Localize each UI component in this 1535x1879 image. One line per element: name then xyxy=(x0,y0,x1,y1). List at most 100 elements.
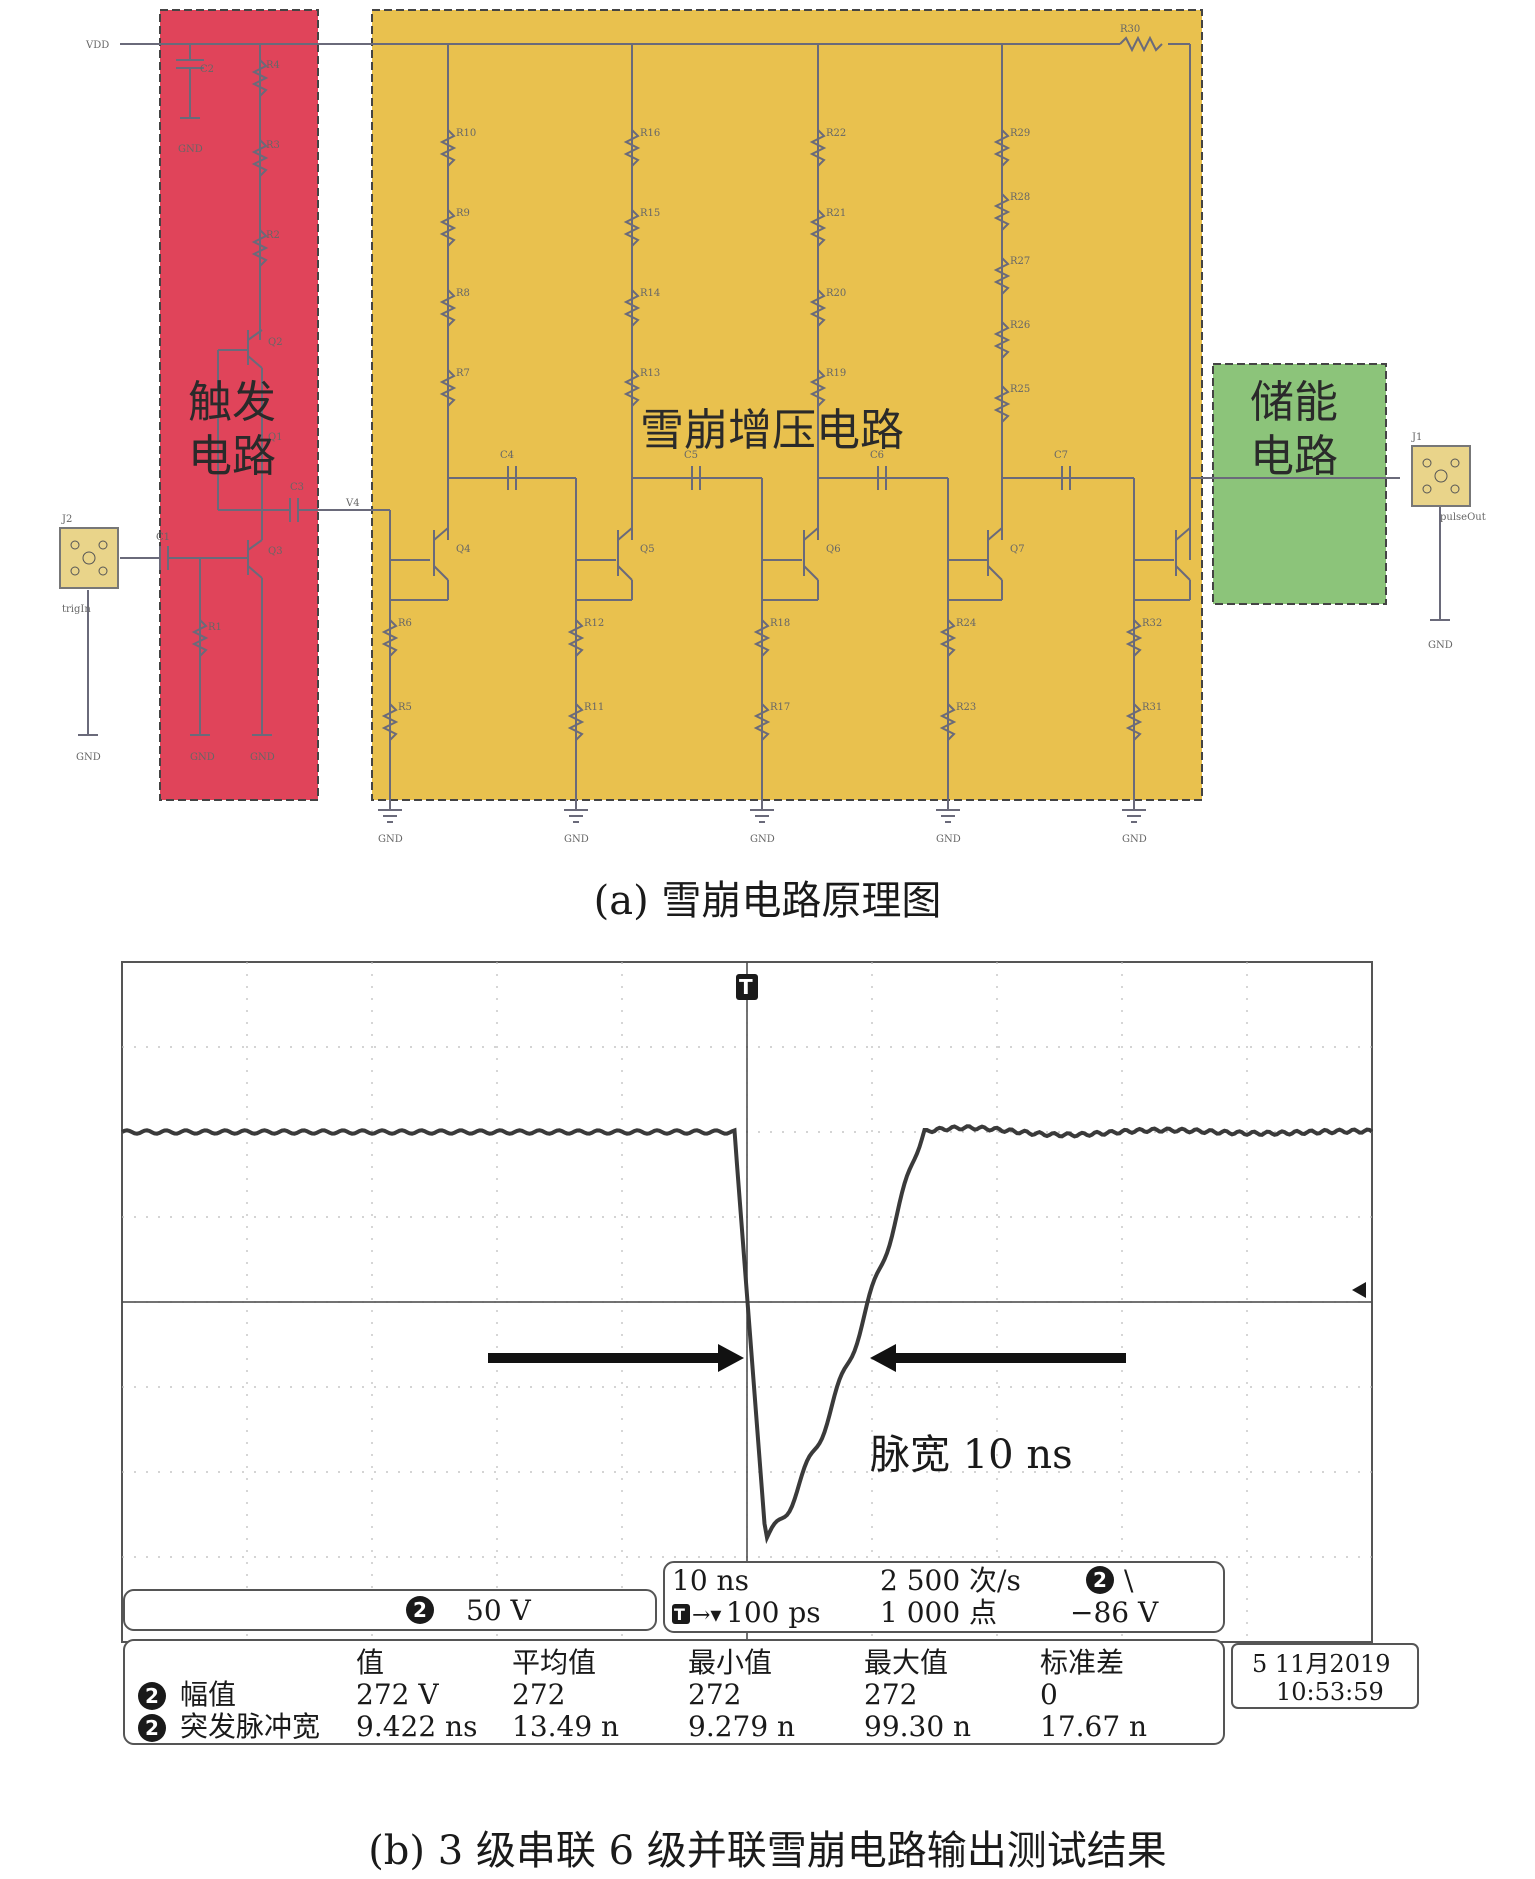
wiring xyxy=(78,35,1450,810)
datetime-box xyxy=(1231,1643,1419,1709)
resistor xyxy=(809,289,827,327)
resistor-label: R16 xyxy=(640,128,660,139)
volts-per-div: 50 V xyxy=(466,1594,532,1627)
meas-header-2: 最小值 xyxy=(688,1646,772,1679)
date-text: 5 11月2019 xyxy=(1252,1650,1391,1678)
capacitor-label: C6 xyxy=(870,450,884,461)
timebase-box xyxy=(663,1561,1225,1633)
gnd-label-4: GND xyxy=(936,834,961,845)
resistor xyxy=(623,289,641,327)
channel-badge-row2 xyxy=(138,1714,166,1742)
meas-row2-val1: 13.49 n xyxy=(512,1710,619,1743)
meas-row2-val2: 9.279 n xyxy=(688,1710,795,1743)
resistor xyxy=(753,619,771,657)
trigger-marker xyxy=(736,974,758,1000)
transistor-emitter xyxy=(617,565,633,581)
q3-label: Q3 xyxy=(268,546,283,557)
record-length: 1 000 点 xyxy=(880,1596,997,1629)
timebase: 10 ns xyxy=(672,1564,749,1597)
resistor xyxy=(993,257,1011,295)
resistor-label: R25 xyxy=(1010,384,1030,395)
resistor xyxy=(809,129,827,167)
time-text: 10:53:59 xyxy=(1276,1678,1384,1706)
resistor-label: R14 xyxy=(640,288,660,299)
j2-label: J2 xyxy=(61,514,72,525)
channel-badge-volts-text: 2 xyxy=(413,1598,427,1622)
capacitor-label: C5 xyxy=(684,450,698,461)
resistor xyxy=(623,129,641,167)
c2-label: C2 xyxy=(200,64,214,75)
resistor xyxy=(753,703,771,741)
resistor-label: R21 xyxy=(826,208,846,219)
resistor-label: R20 xyxy=(826,288,846,299)
r30-label: R30 xyxy=(1120,24,1140,35)
channel-badge-volts xyxy=(406,1596,434,1624)
resistor xyxy=(381,619,399,657)
sample-rate: 2 500 次/s xyxy=(880,1564,1021,1597)
meas-row2-val4: 17.67 n xyxy=(1040,1710,1147,1743)
gnd-label-r1: GND xyxy=(190,752,215,763)
meas-header-0: 值 xyxy=(356,1646,384,1679)
trig-in-label: trigIn xyxy=(62,604,91,615)
r1-label: R1 xyxy=(208,622,222,633)
j1-label: J1 xyxy=(1411,432,1422,443)
transistor-collector xyxy=(987,527,1003,541)
output-connector xyxy=(1411,445,1471,507)
resistor-label: R32 xyxy=(1142,618,1162,629)
channel-badge-row1-text: 2 xyxy=(145,1684,159,1708)
resistor xyxy=(993,193,1011,231)
resistor-label: R15 xyxy=(640,208,660,219)
q2-label: Q2 xyxy=(268,337,283,348)
meas-row1-val2: 272 xyxy=(688,1678,741,1711)
pulse-out-label: pulseOut xyxy=(1440,512,1486,523)
gnd-label-q3: GND xyxy=(250,752,275,763)
input-connector xyxy=(59,527,119,589)
pulse-width-arrows xyxy=(488,1344,1126,1372)
resistor-label: R13 xyxy=(640,368,660,379)
resistor xyxy=(439,289,457,327)
resistor-label: R17 xyxy=(770,702,790,713)
resistor-label: R24 xyxy=(956,618,976,629)
r3-label: R3 xyxy=(266,140,280,151)
meas-header-3: 最大值 xyxy=(864,1646,948,1679)
resistor-label: R22 xyxy=(826,128,846,139)
resistor xyxy=(623,369,641,407)
right-arrow-head xyxy=(870,1344,896,1372)
resistor-label: R31 xyxy=(1142,702,1162,713)
gnd-label-1: GND xyxy=(378,834,403,845)
resistor-label: R10 xyxy=(456,128,476,139)
storage-label-line1: 储能 xyxy=(1250,377,1338,428)
resistor-label: R5 xyxy=(398,702,412,713)
resistor xyxy=(993,385,1011,423)
trigger-label-line2: 电路 xyxy=(188,431,276,482)
resistor xyxy=(439,129,457,167)
resistor-label: R6 xyxy=(398,618,412,629)
scope-caption: (b) 3 级串联 6 级并联雪崩电路输出测试结果 xyxy=(368,1828,1167,1874)
delay-arrow-icon: →▾ xyxy=(692,1603,721,1628)
transistor-collector xyxy=(803,527,819,541)
storage-label-line2: 电路 xyxy=(1250,431,1338,482)
vdd-label: VDD xyxy=(85,40,109,51)
meas-row2-val0: 9.422 ns xyxy=(356,1710,477,1743)
transistor-label: Q5 xyxy=(640,544,655,555)
schematic-caption: (a) 雪崩电路原理图 xyxy=(593,878,942,924)
resistor xyxy=(993,129,1011,167)
transistor-collector xyxy=(617,527,633,541)
trigger-label: 触发 电路 xyxy=(188,376,276,484)
resistor-label: R19 xyxy=(826,368,846,379)
channel-badge-trigger-text: 2 xyxy=(1093,1568,1107,1592)
meas-row2-val3: 99.30 n xyxy=(864,1710,971,1743)
transistor-label: Q6 xyxy=(826,544,841,555)
resistor xyxy=(939,619,957,657)
resistor xyxy=(1125,703,1143,741)
resistor xyxy=(1125,619,1143,657)
transistor-label: Q4 xyxy=(456,544,471,555)
resistor xyxy=(381,703,399,741)
v4-label: V4 xyxy=(345,498,360,509)
trigger-delay-icon-text: T xyxy=(674,1605,685,1624)
scope-panel: T 脉宽 10 ns 2 50 V 10 ns 2 500 次/s 2 \ T … xyxy=(0,950,1535,1810)
resistor xyxy=(623,209,641,247)
transistor-collector xyxy=(1175,527,1191,541)
resistor xyxy=(809,369,827,407)
trigger-level: −86 V xyxy=(1070,1596,1159,1629)
